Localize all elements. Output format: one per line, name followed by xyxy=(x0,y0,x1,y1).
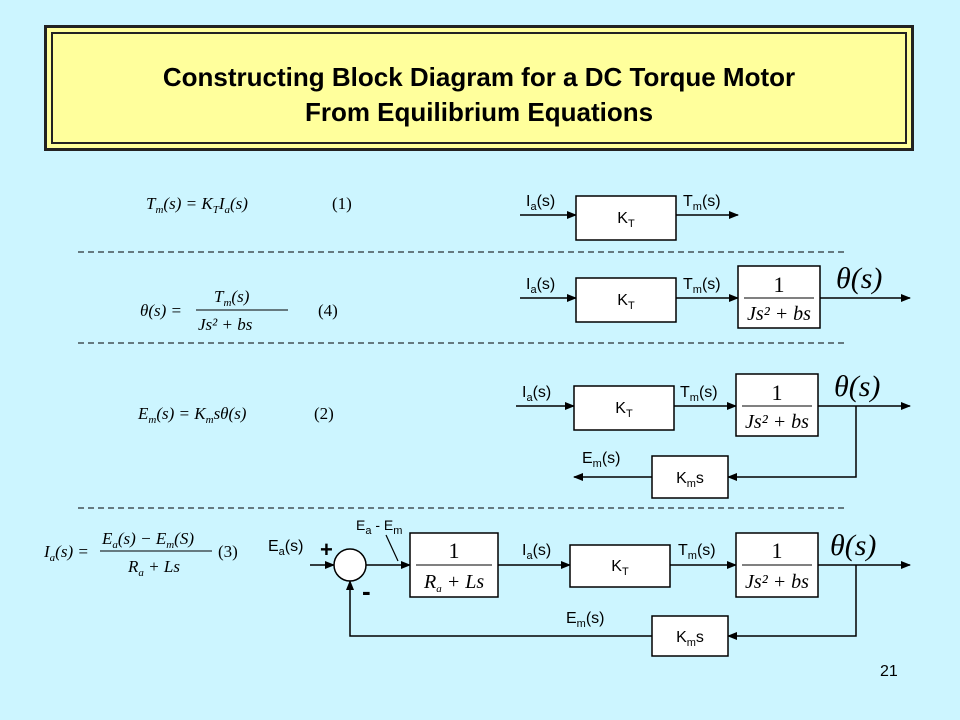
svg-text:1: 1 xyxy=(449,538,460,563)
block-kt-label: KT xyxy=(617,292,635,312)
equation-4: θ(s) = Tm(s) Js² + bs (4) xyxy=(140,287,338,334)
block-motor xyxy=(737,265,821,329)
svg-text:Js² + bs: Js² + bs xyxy=(198,315,253,334)
svg-text:Ra + Ls: Ra + Ls xyxy=(127,557,180,579)
signal-em-label: Em(s) xyxy=(582,450,621,470)
equation-3-tag: (3) xyxy=(218,542,238,561)
summing-plus-sign: + xyxy=(320,537,333,562)
svg-text:Ea(s) − Em(S): Ea(s) − Em(S) xyxy=(101,529,194,551)
svg-text:Js² + bs: Js² + bs xyxy=(745,411,809,433)
svg-text:Ia(s) =: Ia(s) = xyxy=(43,542,89,564)
signal-tm-label: Tm(s) xyxy=(683,276,721,296)
svg-text:Tm(s) = KTIa(s): Tm(s) = KTIa(s) xyxy=(146,194,248,216)
svg-text:1: 1 xyxy=(772,538,783,563)
title-line-1: Constructing Block Diagram for a DC Torq… xyxy=(162,62,796,92)
title-line-2: From Equilibrium Equations xyxy=(304,97,654,127)
svg-text:Ra + Ls: Ra + Ls xyxy=(423,571,484,595)
signal-tm-label: Tm(s) xyxy=(678,542,716,562)
equation-3: Ia(s) = Ea(s) − Em(S) Ra + Ls (3) xyxy=(43,529,238,579)
block-motor xyxy=(735,373,819,437)
signal-ea-label: Ea(s) xyxy=(268,538,303,558)
svg-text:1: 1 xyxy=(774,272,785,297)
signal-em-label: Em(s) xyxy=(566,610,605,630)
feedback-to-summer xyxy=(346,580,652,637)
error-pointer xyxy=(385,534,399,562)
block-kms xyxy=(651,455,729,499)
diagram-3: Ia(s) KT Tm(s) 1 Js² + bs θ(s) Kms Em(s) xyxy=(516,370,911,499)
block-kms-label: Kms xyxy=(676,470,704,490)
block-kms xyxy=(651,615,729,657)
svg-text:Tm(s): Tm(s) xyxy=(214,287,250,309)
svg-text:1: 1 xyxy=(772,380,783,405)
block-kt xyxy=(573,385,675,431)
signal-ia-label: Ia(s) xyxy=(526,276,555,296)
title-box: Constructing Block Diagram for a DC Torq… xyxy=(44,25,914,151)
signal-tm-label: Tm(s) xyxy=(683,193,721,213)
feedback-path xyxy=(727,406,857,481)
signal-theta-label: θ(s) xyxy=(836,262,882,295)
signal-theta-label: θ(s) xyxy=(830,529,876,562)
block-kms-label: Kms xyxy=(676,629,704,649)
svg-text:Em(s) = Kmsθ(s): Em(s) = Kmsθ(s) xyxy=(137,404,247,426)
equation-2-tag: (2) xyxy=(314,404,334,423)
page-title: Constructing Block Diagram for a DC Torq… xyxy=(47,60,911,130)
block-kt xyxy=(569,544,671,588)
feedback-path xyxy=(727,565,857,640)
diagram-2: Ia(s) KT Tm(s) 1 Js² + bs θ(s) xyxy=(520,262,911,329)
equation-2: Em(s) = Kmsθ(s) (2) xyxy=(137,404,334,426)
block-kt-label: KT xyxy=(615,400,633,420)
block-kt-label: KT xyxy=(617,210,635,230)
block-kt xyxy=(575,277,677,323)
diagram-4: Ea(s) + - Ea - Em 1 Ra + Ls Ia(s) KT Tm(… xyxy=(268,517,911,657)
block-kt xyxy=(575,195,677,241)
diagram-1: Ia(s) KT Tm(s) xyxy=(520,193,739,241)
svg-text:Js² + bs: Js² + bs xyxy=(745,571,809,593)
svg-text:θ(s) =: θ(s) = xyxy=(140,301,182,320)
block-kt-label: KT xyxy=(611,558,629,578)
page-number: 21 xyxy=(880,663,898,680)
equation-1: Tm(s) = KTIa(s) (1) xyxy=(146,194,352,216)
svg-text:Js² + bs: Js² + bs xyxy=(747,303,811,325)
signal-error-label: Ea - Em xyxy=(356,517,402,537)
summing-minus-sign: - xyxy=(362,576,371,606)
equation-1-tag: (1) xyxy=(332,194,352,213)
equation-4-tag: (4) xyxy=(318,301,338,320)
signal-tm-label: Tm(s) xyxy=(680,384,718,404)
signal-ia-label: Ia(s) xyxy=(522,542,551,562)
signal-ia-label: Ia(s) xyxy=(522,384,551,404)
signal-theta-label: θ(s) xyxy=(834,370,880,403)
signal-ia-label: Ia(s) xyxy=(526,193,555,213)
